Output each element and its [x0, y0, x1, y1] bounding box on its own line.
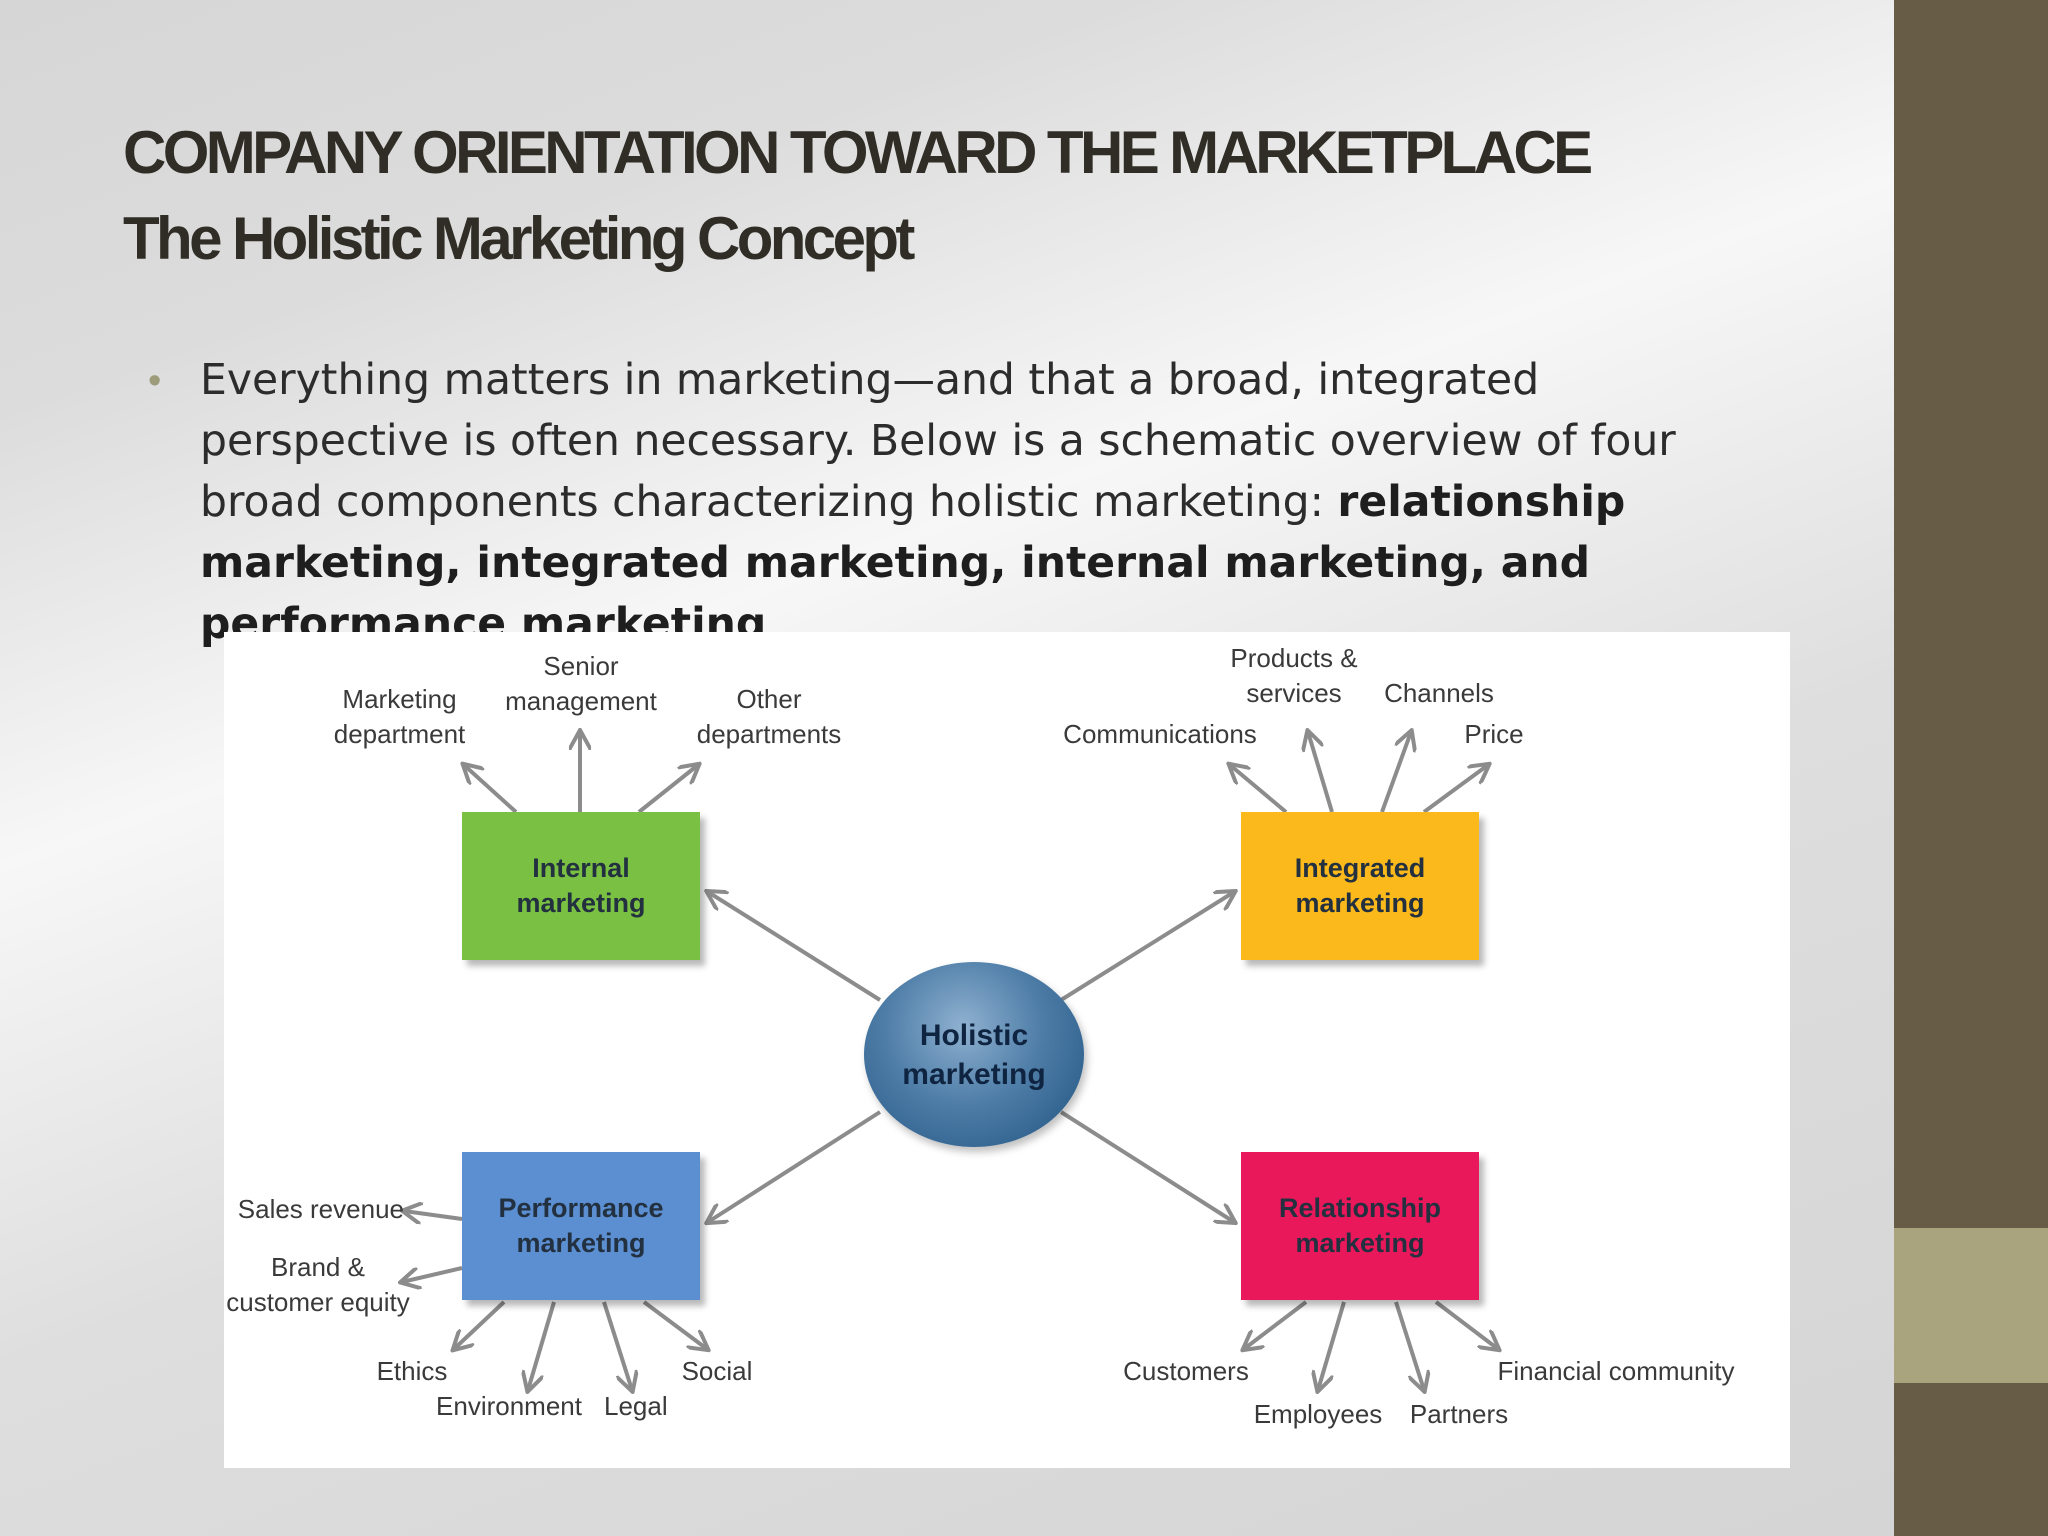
arrow-customers — [1244, 1300, 1308, 1349]
arrow-brand-equity — [402, 1266, 463, 1282]
label-marketing-department: Marketing department — [333, 684, 466, 749]
label-channels: Channels — [1384, 678, 1494, 708]
arrow-ethics — [454, 1300, 506, 1349]
internal-marketing-box: Internal marketing — [462, 812, 700, 960]
arrow-communications — [1230, 765, 1288, 814]
label-partners: Partners — [1409, 1399, 1509, 1429]
title-line-2: The Holistic Marketing Concept — [123, 205, 915, 272]
label-legal: Legal — [604, 1391, 668, 1421]
bullet-text: Everything matters in marketing—and that… — [200, 350, 1760, 655]
label-sales-revenue: Sales revenue — [237, 1194, 404, 1224]
arrow-environment — [528, 1301, 556, 1390]
relationship-marketing-box: Relationship marketing — [1241, 1152, 1479, 1300]
label-products-services: Products & services — [1230, 643, 1358, 708]
arrow-hub-to-performance — [708, 1110, 882, 1222]
sidebar-accent-decoration — [1894, 1228, 2048, 1383]
label-customers: Customers — [1123, 1356, 1249, 1386]
arrow-marketing-department — [464, 765, 518, 814]
arrow-channels — [1380, 732, 1411, 813]
arrow-other-departments — [637, 765, 698, 814]
holistic-marketing-hub: Holistic marketing — [864, 962, 1084, 1147]
arrow-price — [1422, 765, 1488, 814]
label-communications: Communications — [1063, 719, 1257, 749]
title-line-1: COMPANY ORIENTATION TOWARD THE MARKETPLA… — [123, 119, 1593, 186]
performance-marketing-label: Performance marketing — [498, 1193, 664, 1258]
integrated-marketing-box: Integrated marketing — [1241, 812, 1479, 960]
arrow-hub-to-relationship — [1059, 1110, 1234, 1222]
label-financial-community: Financial community — [1497, 1356, 1735, 1386]
arrow-financial-community — [1434, 1300, 1498, 1349]
bullet-dot-icon: • — [148, 360, 162, 402]
label-employees: Employees — [1253, 1399, 1383, 1429]
integrated-marketing-label: Integrated marketing — [1294, 853, 1426, 918]
arrow-hub-to-internal — [708, 892, 882, 1002]
label-other-departments: Other departments — [696, 684, 842, 749]
bullet-plain-text: Everything matters in marketing—and that… — [200, 356, 1676, 527]
hub-label: Holistic marketing — [902, 1018, 1046, 1091]
label-brand-customer-equity: Brand & customer equity — [226, 1252, 410, 1317]
diagram-arrows — [224, 632, 1790, 1468]
arrow-sales-revenue — [404, 1211, 463, 1219]
arrow-products-services — [1308, 732, 1334, 813]
internal-marketing-label: Internal marketing — [516, 853, 646, 918]
arrow-employees — [1318, 1301, 1346, 1390]
label-environment: Environment — [436, 1391, 582, 1421]
holistic-marketing-diagram: Internal marketing Integrated marketing … — [224, 632, 1790, 1468]
arrow-social — [642, 1300, 707, 1349]
relationship-marketing-label: Relationship marketing — [1278, 1193, 1441, 1258]
label-senior-management: Senior management — [505, 651, 657, 716]
slide-title: COMPANY ORIENTATION TOWARD THE MARKETPLA… — [123, 110, 1823, 282]
label-social: Social — [681, 1356, 753, 1386]
label-ethics: Ethics — [376, 1356, 448, 1386]
arrow-partners — [1394, 1301, 1424, 1390]
performance-marketing-box: Performance marketing — [462, 1152, 700, 1300]
label-price: Price — [1464, 719, 1524, 749]
arrow-legal — [602, 1301, 632, 1390]
arrow-hub-to-integrated — [1059, 892, 1234, 1002]
